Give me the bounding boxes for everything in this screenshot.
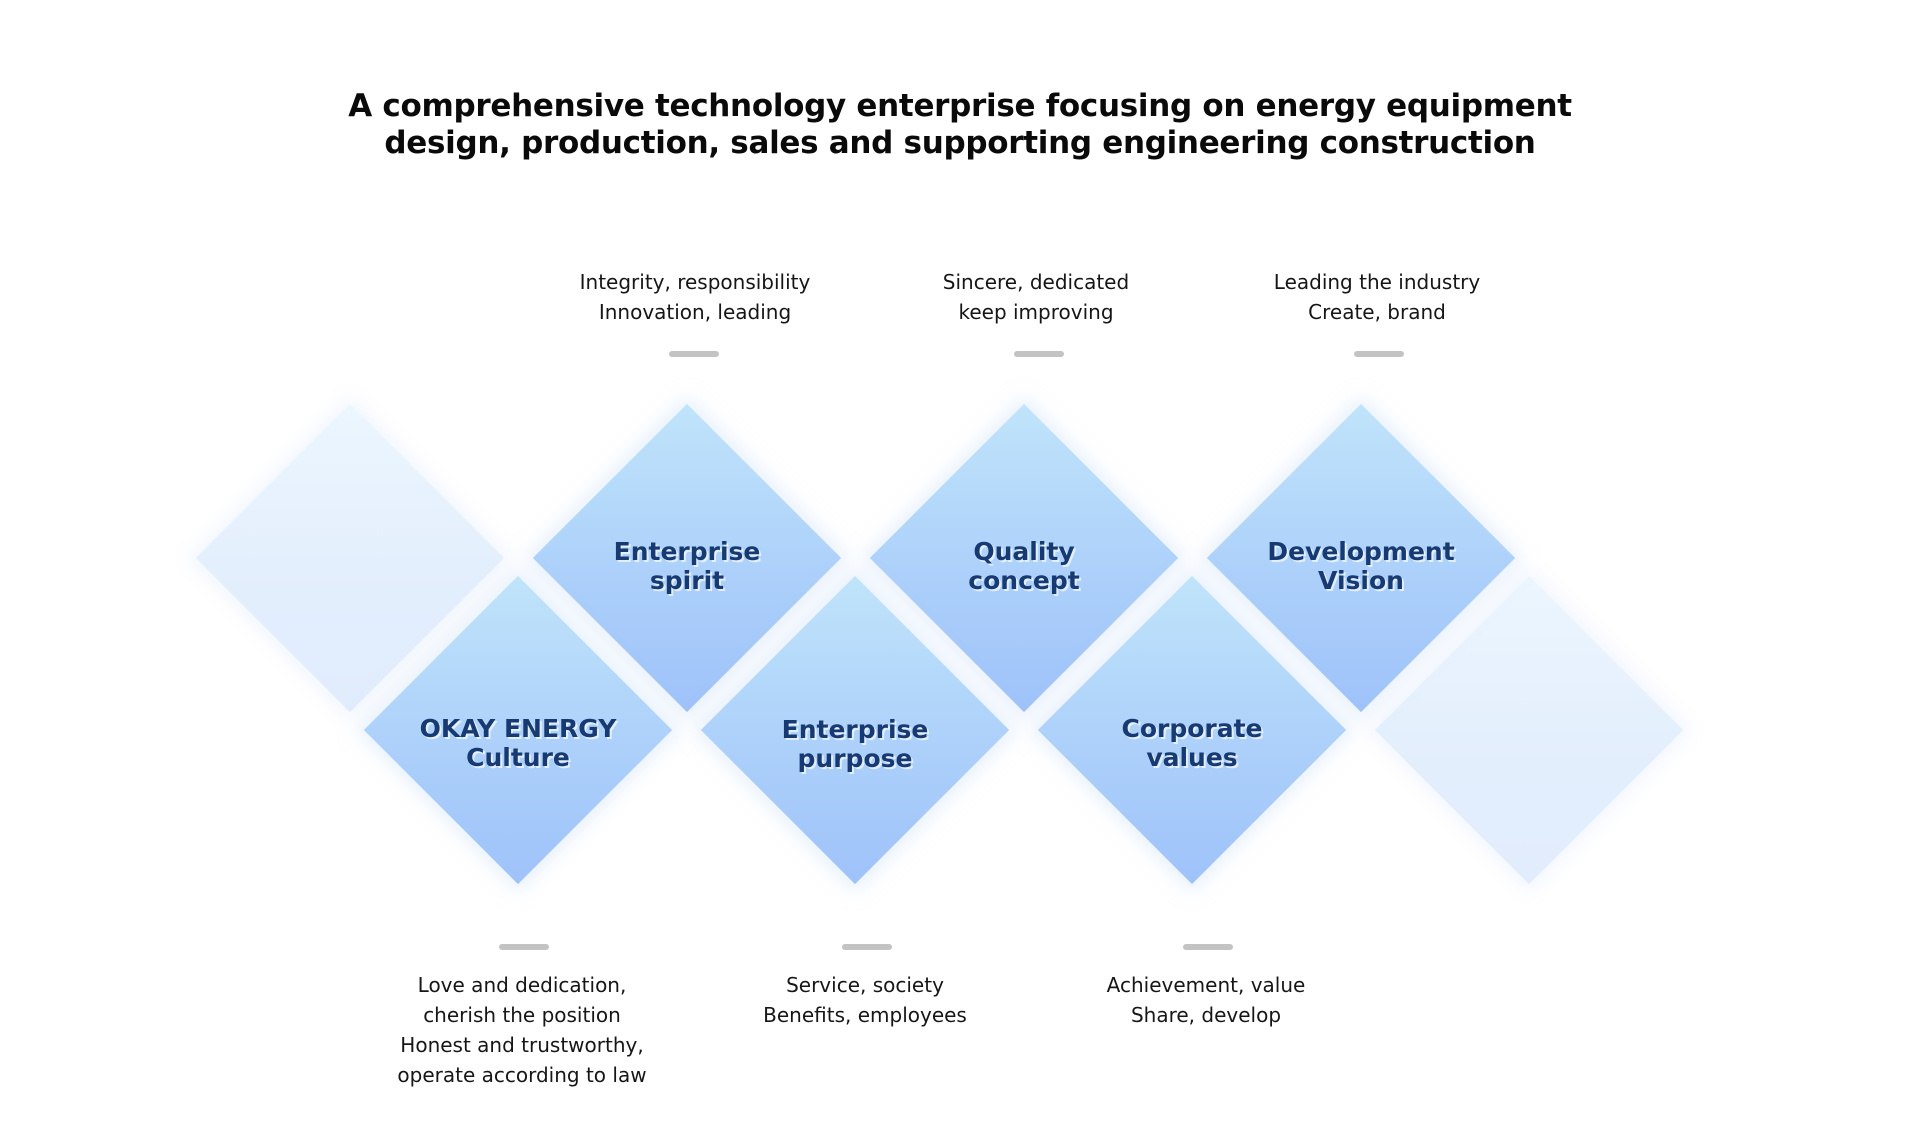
divider-dash xyxy=(1183,944,1233,950)
title-line-2: design, production, sales and supporting… xyxy=(384,125,1536,161)
divider-dash xyxy=(669,351,719,357)
label-line: values xyxy=(1146,743,1238,772)
label-line: Development xyxy=(1267,537,1455,566)
desc-okay-energy-culture: Love and dedication, cherish the positio… xyxy=(372,970,672,1090)
label-line: Enterprise xyxy=(613,537,761,566)
desc-enterprise-spirit: Integrity, responsibility Innovation, le… xyxy=(545,267,845,327)
label-line: Quality xyxy=(973,537,1075,566)
desc-quality-concept: Sincere, dedicated keep improving xyxy=(886,267,1186,327)
label-corporate-values: Corporate values xyxy=(1062,714,1322,772)
divider-dash xyxy=(499,944,549,950)
desc-line: Honest and trustworthy, xyxy=(400,1033,644,1057)
desc-line: Create, brand xyxy=(1308,300,1446,324)
desc-development-vision: Leading the industry Create, brand xyxy=(1227,267,1527,327)
divider-dash xyxy=(1014,351,1064,357)
label-line: concept xyxy=(968,566,1080,595)
desc-line: Benefits, employees xyxy=(763,1003,967,1027)
divider-dash xyxy=(1354,351,1404,357)
label-quality-concept: Quality concept xyxy=(894,537,1154,595)
label-line: Corporate xyxy=(1121,714,1263,743)
desc-line: Share, develop xyxy=(1130,1003,1282,1027)
desc-line: Service, society xyxy=(786,973,944,997)
desc-line: Achievement, value xyxy=(1106,973,1306,997)
desc-enterprise-purpose: Service, society Benefits, employees xyxy=(715,970,1015,1030)
title-line-1: A comprehensive technology enterprise fo… xyxy=(348,88,1572,124)
desc-line: Leading the industry xyxy=(1273,270,1481,294)
desc-line: operate according to law xyxy=(397,1063,647,1087)
label-enterprise-purpose: Enterprise purpose xyxy=(725,715,985,773)
page-title: A comprehensive technology enterprise fo… xyxy=(0,88,1920,162)
label-line: OKAY ENERGY xyxy=(419,714,617,743)
label-enterprise-spirit: Enterprise spirit xyxy=(557,537,817,595)
desc-line: Love and dedication, xyxy=(417,973,627,997)
desc-line: Innovation, leading xyxy=(598,300,792,324)
label-line: Vision xyxy=(1318,566,1404,595)
desc-line: Integrity, responsibility xyxy=(579,270,811,294)
desc-line: keep improving xyxy=(958,300,1114,324)
desc-line: cherish the position xyxy=(423,1003,621,1027)
label-okay-energy-culture: OKAY ENERGY Culture xyxy=(388,714,648,772)
label-line: Enterprise xyxy=(781,715,929,744)
label-line: Culture xyxy=(466,743,570,772)
label-development-vision: Development Vision xyxy=(1231,537,1491,595)
divider-dash xyxy=(842,944,892,950)
label-line: spirit xyxy=(649,566,725,595)
label-line: purpose xyxy=(797,744,913,773)
desc-corporate-values: Achievement, value Share, develop xyxy=(1056,970,1356,1030)
desc-line: Sincere, dedicated xyxy=(942,270,1130,294)
